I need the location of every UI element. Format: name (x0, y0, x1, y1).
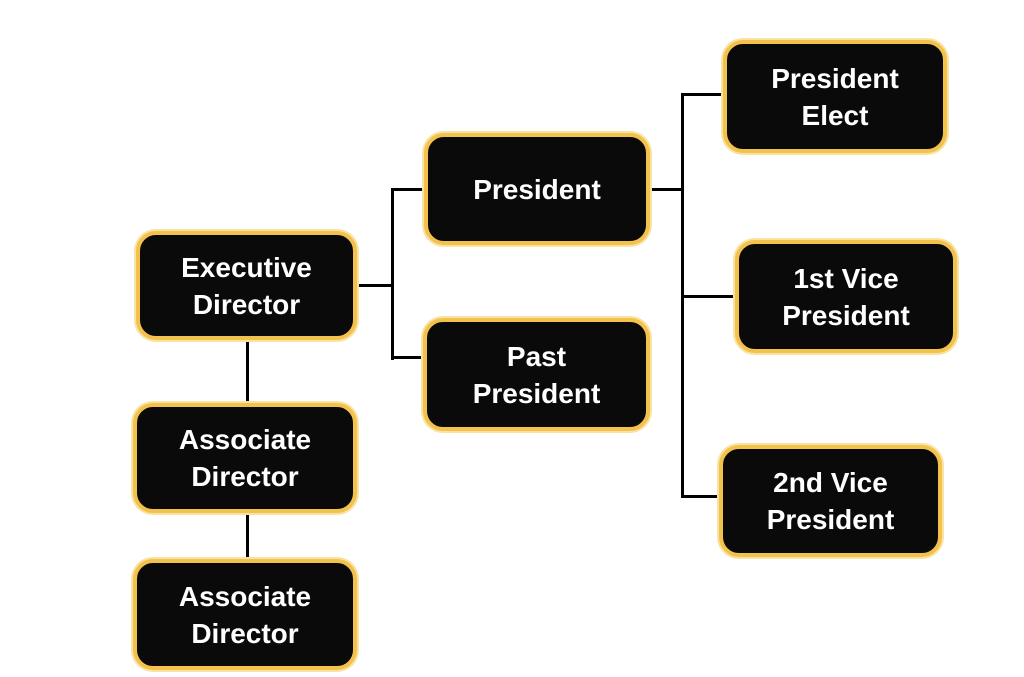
connector-exec-to-associate1 (246, 341, 249, 404)
node-label-line: Elect (801, 99, 869, 131)
node-first-vice-president: 1st Vice President (735, 240, 957, 353)
connector-hub1-to-past-president (391, 356, 425, 359)
node-past-president: Past President (423, 318, 650, 431)
node-second-vice-president: 2nd Vice President (719, 445, 942, 557)
node-label-line: Director (192, 288, 301, 320)
node-label-line: President (766, 504, 895, 535)
node-label-line: Associate (178, 424, 312, 455)
connector-president-to-hub2 (650, 188, 683, 191)
node-label-line: President (473, 173, 601, 205)
node-associate-director-1: Associate Director (133, 403, 357, 513)
node-label-line: Past (506, 340, 567, 372)
node-president-elect: President Elect (723, 40, 947, 153)
node-label-line: Executive (181, 251, 312, 283)
node-associate-director-2: Associate Director (133, 559, 357, 670)
node-label-line: 2nd Vice (773, 467, 888, 498)
connector-hub1-vertical (391, 188, 394, 360)
node-executive-director: Executive Director (136, 231, 357, 340)
node-label-line: 1st Vice (793, 262, 899, 294)
connector-hub2-to-first-vice-president (681, 295, 737, 298)
node-president: President (424, 133, 650, 245)
node-label-line: President (472, 377, 601, 409)
connector-hub2-to-president-elect (681, 93, 725, 96)
connector-hub1-to-president (391, 188, 426, 191)
connector-associate1-to-associate2 (246, 514, 249, 560)
node-label-line: Director (191, 461, 299, 492)
node-label-line: President (782, 299, 910, 331)
connector-hub2-to-second-vice-president (681, 495, 721, 498)
connector-exec-to-hub1 (357, 284, 394, 287)
node-label-line: President (771, 62, 899, 94)
node-label-line: Associate (178, 580, 312, 612)
node-label-line: Director (191, 617, 299, 649)
